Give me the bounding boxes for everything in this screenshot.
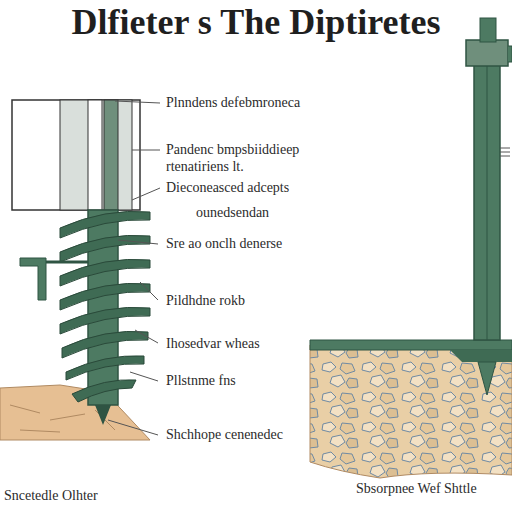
diagram-title: Dlfieter s The Diptiretes: [0, 2, 512, 42]
part-label: Shchhope cenenedec: [166, 427, 283, 443]
part-label: Dieconeasced adcepts: [166, 180, 289, 196]
part-label: Pllstnme fns: [166, 373, 236, 389]
part-label: Sncetedle Olhter: [4, 488, 98, 504]
part-label: ounedsendan: [196, 205, 269, 221]
part-label: Sre ao onclh denerse: [166, 236, 282, 252]
part-label: Pandenc bmpsbiiddieep: [166, 142, 299, 158]
part-label: Pildhdne rokb: [166, 293, 245, 309]
part-label: Plnndens defebmroneca: [166, 95, 300, 111]
part-label: Sbsorpnee Wef Shttle: [356, 481, 477, 497]
part-label: rtenatiriens lt.: [166, 159, 244, 175]
part-label: Ihosedvar wheas: [166, 336, 260, 352]
